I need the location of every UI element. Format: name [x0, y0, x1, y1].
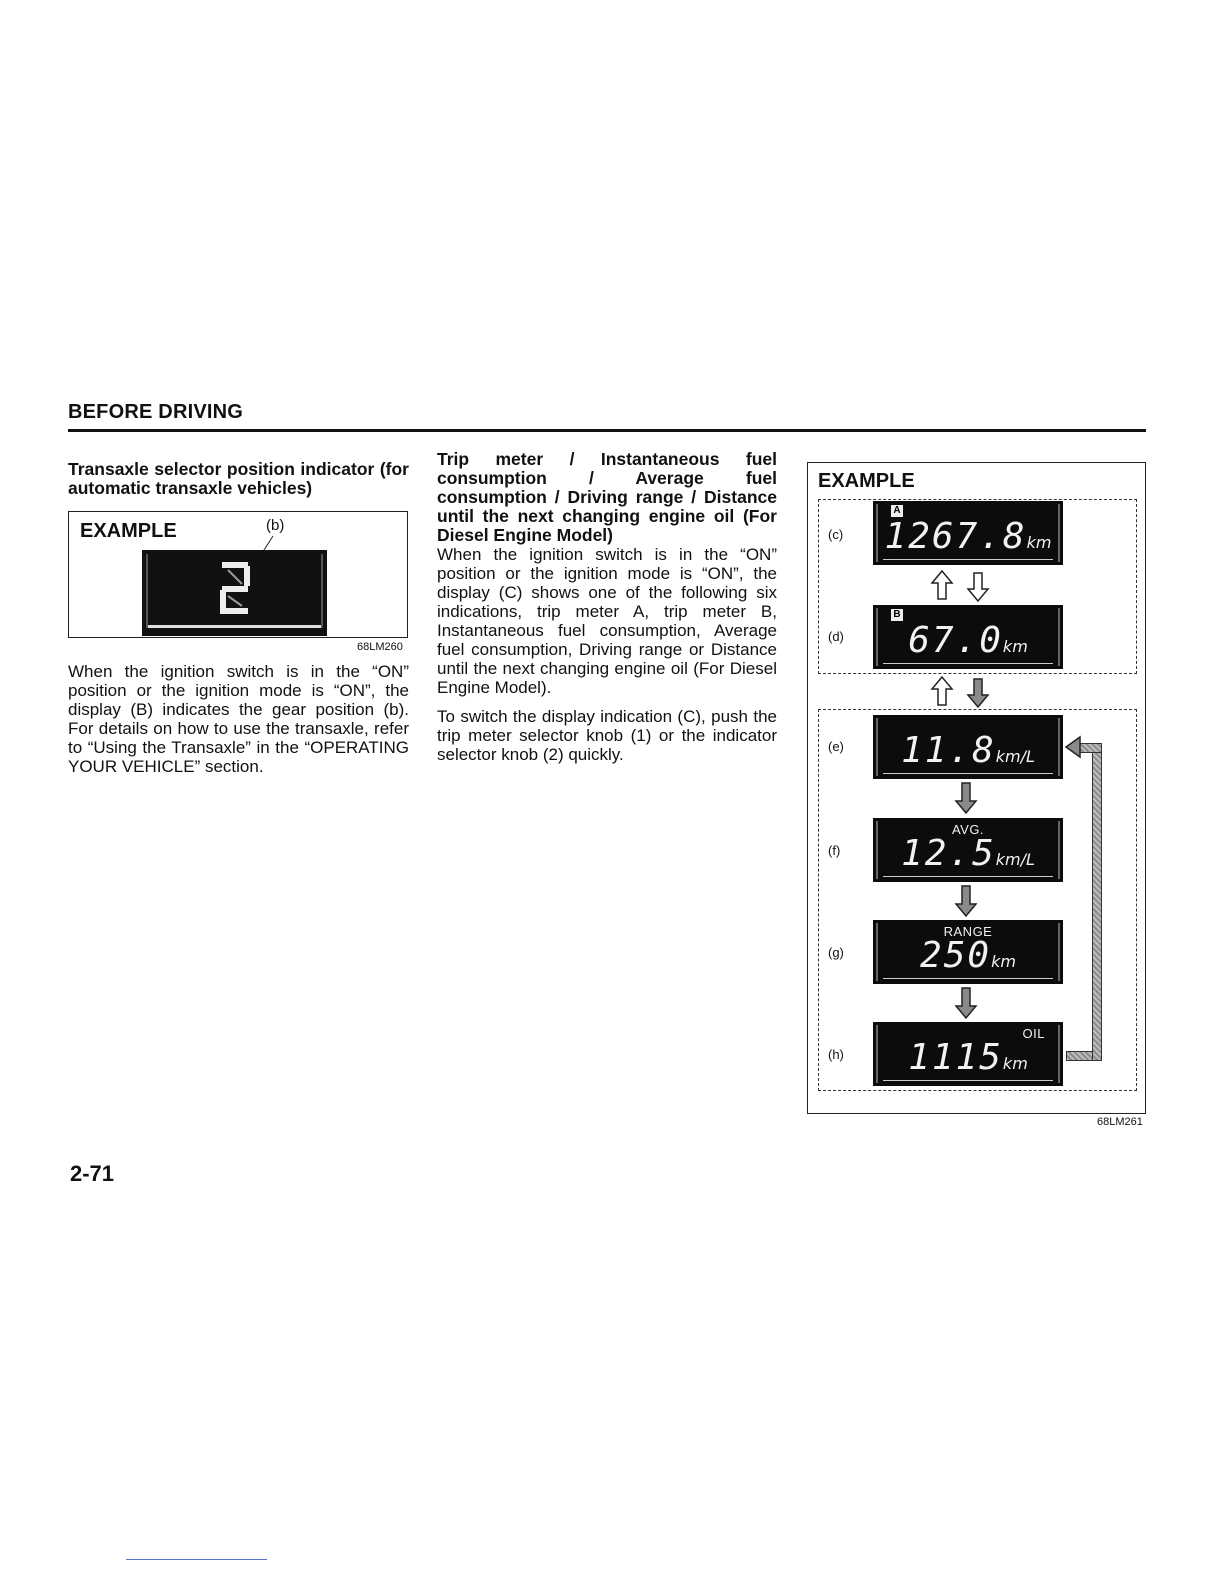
header-rule: [68, 429, 1146, 432]
figure-code-1: 68LM260: [357, 641, 403, 653]
down-arrow-icon: [954, 782, 978, 815]
gear-digit-segments: [220, 562, 250, 614]
lcd-trip-b: B 67.0km: [873, 605, 1063, 669]
lcd-average-fuel: AVG. 12.5km/L: [873, 818, 1063, 882]
trip-meter-body-1: When the ignition switch is in the “ON” …: [437, 545, 777, 697]
row-label-c: (c): [828, 527, 844, 542]
row-label-e: (e): [828, 739, 844, 754]
lcd-digits: 12.5: [901, 833, 996, 874]
trip-a-badge: A: [891, 505, 903, 517]
down-arrow-icon: [954, 885, 978, 918]
down-arrow-icon: [954, 987, 978, 1020]
trip-display-figure: EXAMPLE (c) A 1267.8km (d) B 67.0km (e) …: [807, 462, 1146, 1114]
lcd-tag-avg: AVG.: [951, 822, 985, 837]
lcd-unit: km/L: [995, 747, 1035, 766]
lcd-oil-change: OIL 1115km: [873, 1022, 1063, 1086]
loop-back-bar-vertical: [1092, 743, 1102, 1061]
lcd-unit: km: [1026, 533, 1052, 552]
gear-indicator-figure: EXAMPLE (b): [68, 511, 408, 638]
footer-link-line: [126, 1559, 267, 1560]
column-1-body: When the ignition switch is in the “ON” …: [68, 662, 409, 776]
gear-indicator-body: When the ignition switch is in the “ON” …: [68, 662, 409, 776]
gear-position-display: [142, 550, 327, 636]
row-label-h: (h): [828, 1047, 844, 1062]
lcd-unit: km: [991, 952, 1016, 971]
lcd-tag-range: RANGE: [943, 924, 993, 939]
lcd-driving-range: RANGE 250km: [873, 920, 1063, 984]
column-2: Trip meter / Instantaneous fuel consumpt…: [437, 449, 777, 765]
trip-meter-heading: Trip meter / Instantaneous fuel consumpt…: [437, 449, 777, 545]
lcd-digits: 1267.8: [884, 516, 1027, 557]
toggle-arrows-icon: [930, 569, 990, 603]
figure2-example-label: EXAMPLE: [818, 470, 915, 492]
lcd-unit: km/L: [995, 850, 1035, 869]
figure-callout-b: (b): [266, 517, 285, 534]
section-header: BEFORE DRIVING: [68, 401, 244, 423]
mode-switch-arrows-icon: [930, 675, 990, 709]
page-number: 2-71: [70, 1161, 115, 1186]
lcd-digits: 1115: [908, 1037, 1003, 1078]
gear-indicator-heading: Transaxle selector position indicator (f…: [68, 459, 409, 498]
row-label-f: (f): [828, 843, 841, 858]
row-label-d: (d): [828, 629, 844, 644]
column-1: Transaxle selector position indicator (f…: [68, 460, 409, 498]
loop-back-arrowhead-icon: [1064, 735, 1081, 759]
trip-meter-group-box: [818, 499, 1137, 674]
lcd-unit: km: [1002, 637, 1028, 656]
lcd-digits: 250: [920, 935, 992, 976]
lcd-digits: 67.0: [908, 620, 1003, 661]
lcd-digits: 11.8: [901, 730, 996, 771]
figure-code-2: 68LM261: [1097, 1116, 1143, 1128]
lcd-instant-fuel: 11.8km/L: [873, 715, 1063, 779]
row-label-g: (g): [828, 945, 844, 960]
lcd-unit: km: [1002, 1054, 1028, 1073]
trip-b-badge: B: [891, 609, 903, 621]
lcd-trip-a: A 1267.8km: [873, 501, 1063, 565]
trip-meter-body-2: To switch the display indication (C), pu…: [437, 707, 777, 764]
lcd-tag-oil: OIL: [1022, 1026, 1045, 1041]
figure-example-label: EXAMPLE: [80, 520, 177, 542]
fuel-info-group-box: [818, 709, 1137, 1091]
